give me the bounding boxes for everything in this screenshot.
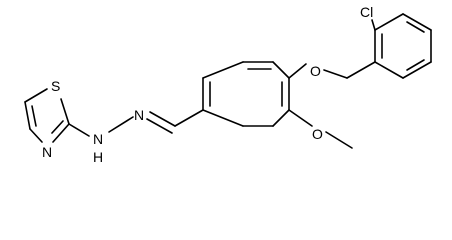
thiazole-ring: [24, 88, 70, 143]
atom-label-o-ether: O: [310, 63, 321, 79]
bond-o-ch3: [325, 131, 353, 149]
bond: [24, 101, 31, 130]
bond: [374, 61, 404, 79]
bond: [29, 128, 43, 143]
bond-ring-ch: [174, 109, 204, 127]
bond: [272, 109, 290, 127]
central-benzene-ring: [202, 61, 290, 127]
bond: [52, 123, 70, 143]
bond-ch2-o: [323, 69, 348, 79]
chlorobenzene-ring: [374, 13, 432, 79]
bond: [24, 88, 48, 103]
bond: [374, 13, 404, 31]
bond-c-cl: [371, 19, 376, 31]
bond-ring-ch2: [346, 61, 376, 79]
bond: [272, 61, 290, 79]
atom-label-n-thiazole: N: [42, 144, 52, 160]
double-bond-inner: [406, 21, 425, 33]
atom-label-cl: Cl: [360, 4, 373, 20]
double-bond-inner: [406, 59, 425, 71]
atom-label-s-thiazole: S: [51, 78, 60, 94]
bond: [202, 109, 244, 127]
bond-nh-thiazole: [68, 123, 90, 137]
bond-o-ring: [288, 63, 307, 79]
molecule-structure: Cl O O S N N N H: [24, 4, 432, 165]
double-bond-inner: [31, 105, 37, 127]
bond-n-nh: [108, 116, 134, 133]
bond: [60, 98, 70, 125]
bond: [402, 61, 432, 79]
double-bond-ch-n-inner: [146, 118, 173, 134]
atom-label-h: H: [93, 149, 103, 165]
bond: [202, 61, 244, 79]
atom-label-n-hydrazone: N: [134, 107, 144, 123]
atom-label-o-methoxy: O: [312, 126, 323, 142]
bond-ring-o-methoxy: [288, 109, 313, 127]
double-bond-ch-n: [149, 111, 176, 127]
bond: [402, 13, 432, 31]
atom-label-nh: N: [93, 131, 103, 147]
double-bond-inner: [51, 120, 64, 134]
